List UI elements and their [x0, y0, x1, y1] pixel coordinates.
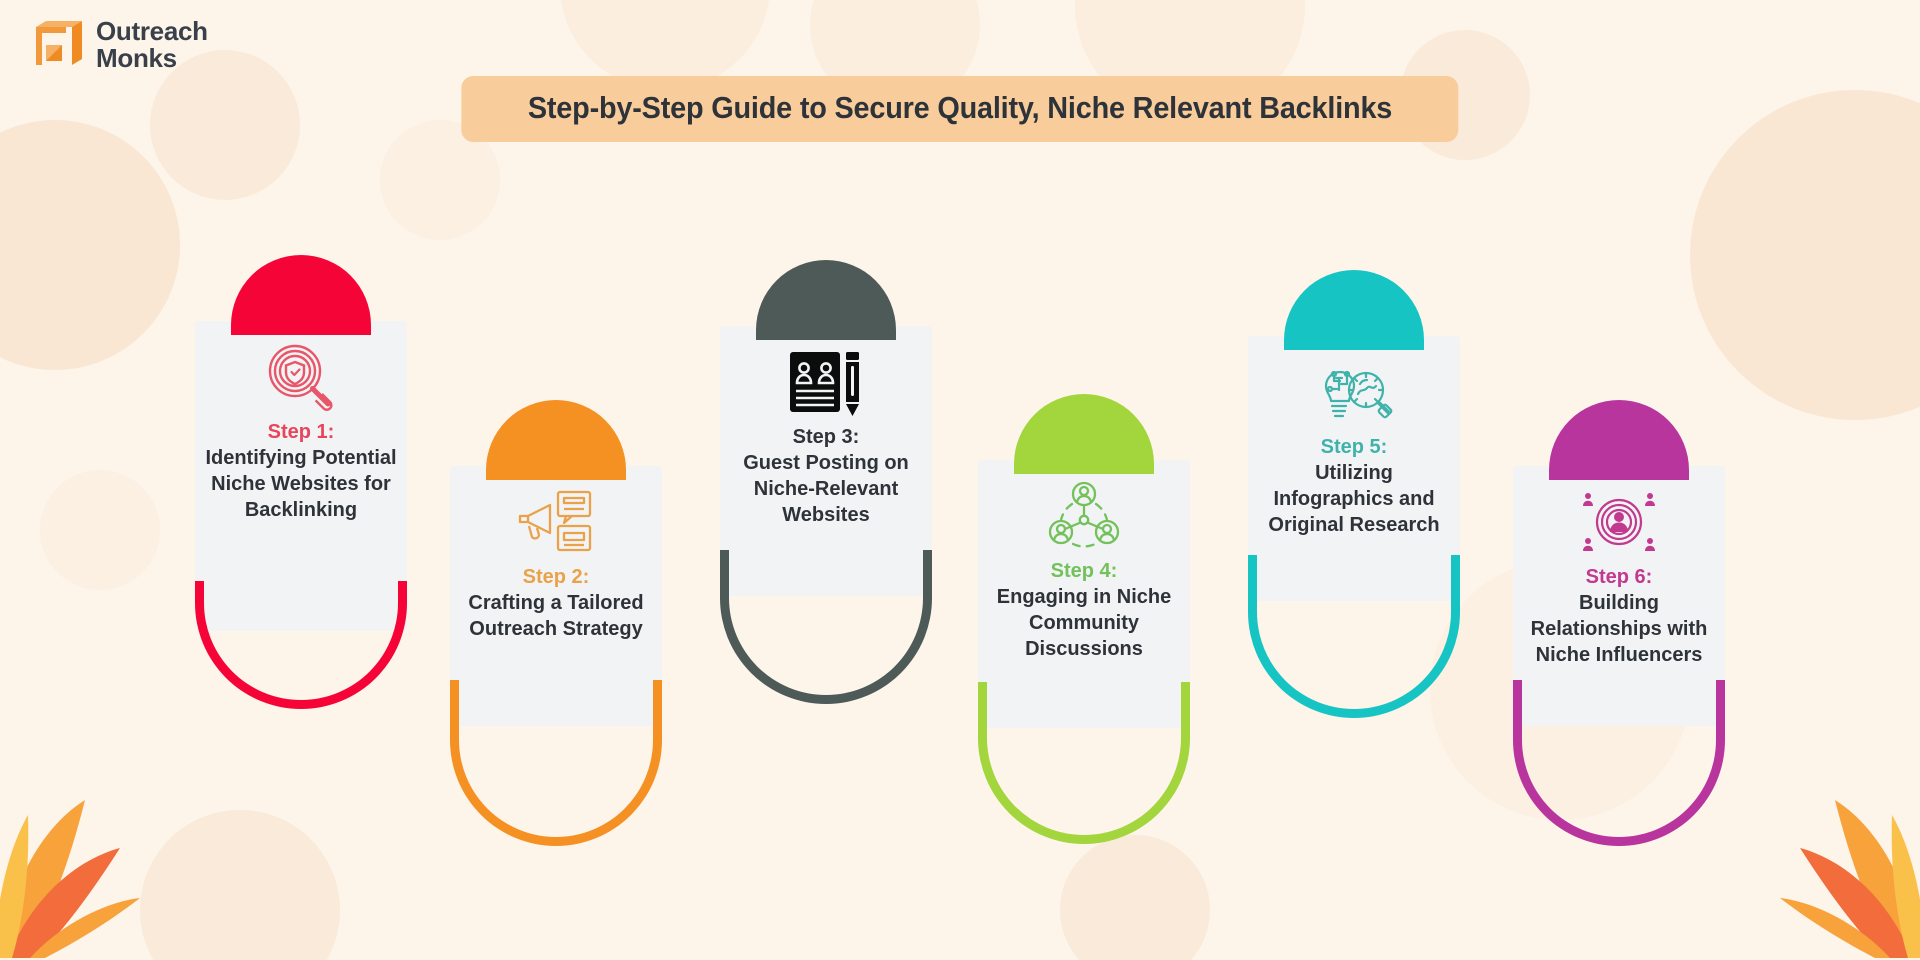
step-label: Step 3:: [792, 426, 860, 448]
step-card-dome: [1014, 394, 1154, 474]
step-card-panel: [195, 321, 407, 631]
step-card-content: Step 2: Crafting a Tailored Outreach Str…: [450, 480, 662, 642]
document-people-pencil-icon: [728, 340, 924, 424]
step-card-bracket: [978, 682, 1190, 844]
step-label: Step 1:: [267, 421, 335, 443]
people-network-icon: [986, 474, 1182, 558]
step-card-content: Step 3: Guest Posting on Niche-Relevant …: [720, 340, 932, 528]
page-title: Step-by-Step Guide to Secure Quality, Ni…: [527, 90, 1393, 125]
step-label: Step 6:: [1585, 566, 1653, 588]
decorative-blob: [140, 810, 340, 960]
brand-name: Outreach Monks: [96, 16, 208, 74]
step-card-content: Step 1: Identifying Potential Niche Webs…: [195, 335, 407, 523]
cube-logo-icon: [36, 21, 82, 66]
step-card-bracket: [720, 550, 932, 704]
megaphone-messages-icon: [458, 480, 654, 564]
step-description: Utilizing Infographics and Original Rese…: [1268, 462, 1440, 536]
step-card-dome: [486, 400, 626, 480]
step-description: Crafting a Tailored Outreach Strategy: [468, 592, 644, 640]
step-card-dome: [231, 255, 371, 335]
influencer-target-people-icon: [1521, 480, 1717, 564]
brand-name-line-1: Outreach: [96, 16, 208, 46]
magnifier-shield-check-icon: [203, 335, 399, 419]
lightbulb-magnifier-icon: [1256, 350, 1452, 434]
decorative-blob: [40, 470, 160, 590]
step-card-bracket: [1248, 555, 1460, 718]
step-card-content: Step 5: Utilizing Infographics and Origi…: [1248, 350, 1460, 538]
step-label: Step 5:: [1320, 436, 1388, 458]
step-description: Guest Posting on Niche-Relevant Websites: [743, 452, 909, 526]
step-label: Step 4:: [1050, 560, 1118, 582]
brand-name-line-2: Monks: [96, 43, 177, 74]
title-banner: Step-by-Step Guide to Secure Quality, Ni…: [461, 76, 1459, 142]
decorative-blob: [150, 50, 300, 200]
step-description: Building Relationships with Niche Influe…: [1530, 592, 1708, 666]
step-card-bracket: [450, 680, 662, 846]
decorative-blob: [1060, 835, 1210, 960]
step-description: Engaging in Niche Community Discussions: [996, 586, 1172, 660]
step-label: Step 2:: [522, 566, 590, 588]
leaf-decoration-left: [0, 800, 140, 958]
step-card-content: Step 6: Building Relationships with Nich…: [1513, 480, 1725, 668]
step-card-bracket: [1513, 680, 1725, 846]
step-card-dome: [1549, 400, 1689, 480]
step-card-dome: [1284, 270, 1424, 350]
step-card-bracket: [195, 581, 407, 709]
step-description: Identifying Potential Niche Websites for…: [205, 447, 397, 521]
step-card-dome: [756, 260, 896, 340]
step-card-content: Step 4: Engaging in Niche Community Disc…: [978, 474, 1190, 662]
brand-logo: Outreach Monks: [32, 16, 208, 74]
leaf-decoration-right: [1780, 800, 1920, 958]
